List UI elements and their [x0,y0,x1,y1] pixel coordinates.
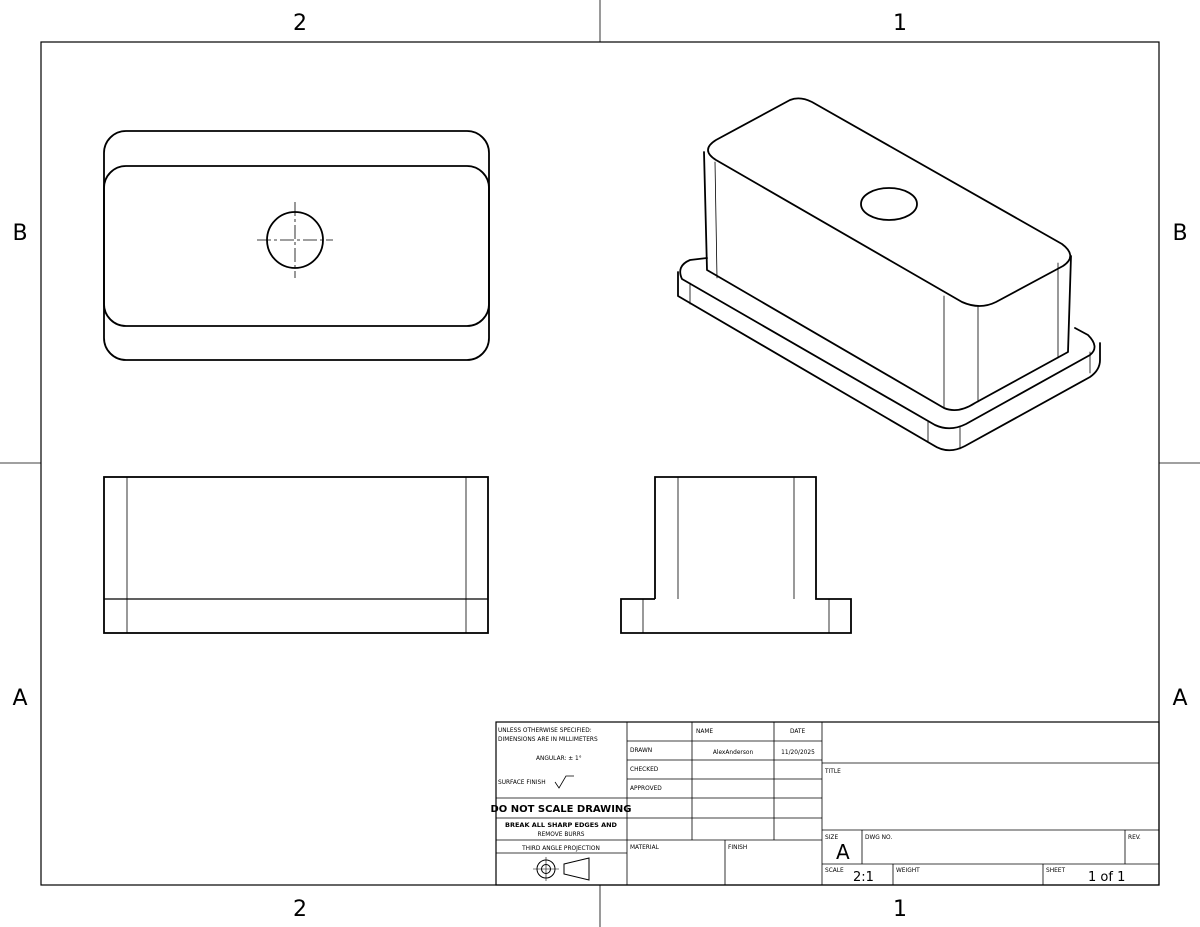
sheet-value: 1 of 1 [1088,870,1125,885]
top-view-boss-outline [103,165,490,327]
break-edges-note-2: REMOVE BURRS [538,830,585,838]
zone-label-top-left: 2 [293,11,307,36]
column-header-date: DATE [790,727,805,735]
do-not-scale-note: DO NOT SCALE DRAWING [490,804,631,815]
zone-label-right-top: B [1172,221,1187,246]
sheet-border [40,41,1160,886]
weight-label: WEIGHT [896,866,920,874]
iso-hole [860,187,918,221]
rev-label: REV. [1128,833,1141,841]
scale-label: SCALE [825,866,844,874]
size-label: SIZE [825,833,838,841]
iso-boss-tangent-1 [714,161,718,279]
zone-label-left-bottom: A [12,686,27,711]
drawn-date: 11/20/2025 [781,748,815,756]
iso-base-top [679,257,1096,430]
sheet-label: SHEET [1046,866,1066,874]
finish-label: FINISH [728,843,747,851]
material-label: MATERIAL [630,843,660,851]
side-view [620,476,852,634]
iso-base-bottom [677,271,1101,452]
side-view-outline [620,476,852,634]
break-edges-note-1: BREAK ALL SHARP EDGES AND [505,821,618,829]
scale-value: 2:1 [853,870,874,885]
angular-tolerance: ANGULAR: ± 1° [536,754,582,762]
title-label: TITLE [824,767,841,775]
approved-label: APPROVED [630,784,662,792]
top-view [103,130,490,361]
title-block: UNLESS OTHERWISE SPECIFIED: DIMENSIONS A… [490,721,1160,886]
zone-label-bottom-right: 1 [893,897,907,922]
zone-label-bottom-left: 2 [293,897,307,922]
surface-finish-label: SURFACE FINISH [498,778,546,786]
drawn-label: DRAWN [630,746,652,754]
zone-label-left-top: B [12,221,27,246]
checked-label: CHECKED [630,765,659,773]
size-value: A [836,840,850,864]
front-view-outline [103,476,489,634]
column-header-name: NAME [696,727,713,735]
projection-note: THIRD ANGLE PROJECTION [521,844,600,852]
isometric-view [677,97,1101,452]
third-angle-projection-icon [533,857,590,881]
front-view [103,476,489,634]
iso-boss-sides [703,151,1072,412]
dwg-no-label: DWG NO. [865,833,892,841]
tolerance-note-line-2: DIMENSIONS ARE IN MILLIMETERS [498,735,598,743]
drawn-name: AlexAnderson [713,748,754,756]
tolerance-note-line-1: UNLESS OTHERWISE SPECIFIED: [498,726,592,734]
zone-label-top-right: 1 [893,11,907,36]
iso-boss-top [707,97,1072,307]
zone-label-right-bottom: A [1172,686,1187,711]
surface-finish-symbol [554,775,574,789]
title-block-outline [495,721,1160,886]
